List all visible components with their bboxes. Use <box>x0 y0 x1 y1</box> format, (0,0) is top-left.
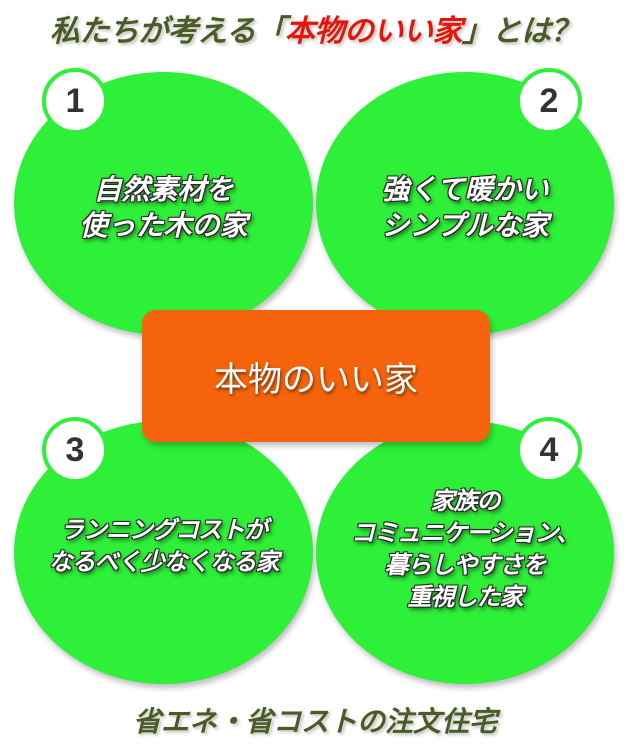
item-2-line: 強くて暖かい <box>381 173 549 206</box>
item-number-badge-4: 4 <box>516 417 582 483</box>
center-label: 本物のいい家 <box>214 359 418 400</box>
item-text-3: ランニングコストが なるべく少なくなる家 <box>10 514 317 578</box>
item-4-line: 暮らしやすさを <box>384 551 547 579</box>
item-number-badge-2: 2 <box>516 68 582 134</box>
center-label-box: 本物のいい家 <box>142 310 490 442</box>
item-4-line: 重視した家 <box>407 583 524 611</box>
item-3-line: ランニングコストが <box>60 516 268 544</box>
item-number-badge-1: 1 <box>42 68 108 134</box>
item-2-line: シンプルな家 <box>381 209 549 242</box>
item-text-1: 自然素材を 使った木の家 <box>14 172 313 244</box>
item-1-line: 使った木の家 <box>79 209 248 242</box>
item-text-4: 家族の コミュニケーション、 暮らしやすさを 重視した家 <box>316 485 614 613</box>
title-prefix: 私たちが考える「 <box>49 14 286 49</box>
item-4-line: コミュニケーション、 <box>350 519 580 547</box>
title-highlight: 本物のいい家 <box>285 14 463 49</box>
item-1-line: 自然素材を <box>93 173 234 206</box>
item-3-line: なるべく少なくなる家 <box>48 548 280 576</box>
footer-tagline: 省エネ・省コストの注文住宅 <box>132 705 497 738</box>
item-4-line: 家族の <box>430 487 501 515</box>
page-title: 私たちが考える「本物のいい家」とは？ <box>0 6 630 50</box>
title-suffix: 」とは？ <box>462 14 581 49</box>
item-number-badge-3: 3 <box>42 417 108 483</box>
item-text-2: 強くて暖かい シンプルな家 <box>316 172 614 244</box>
